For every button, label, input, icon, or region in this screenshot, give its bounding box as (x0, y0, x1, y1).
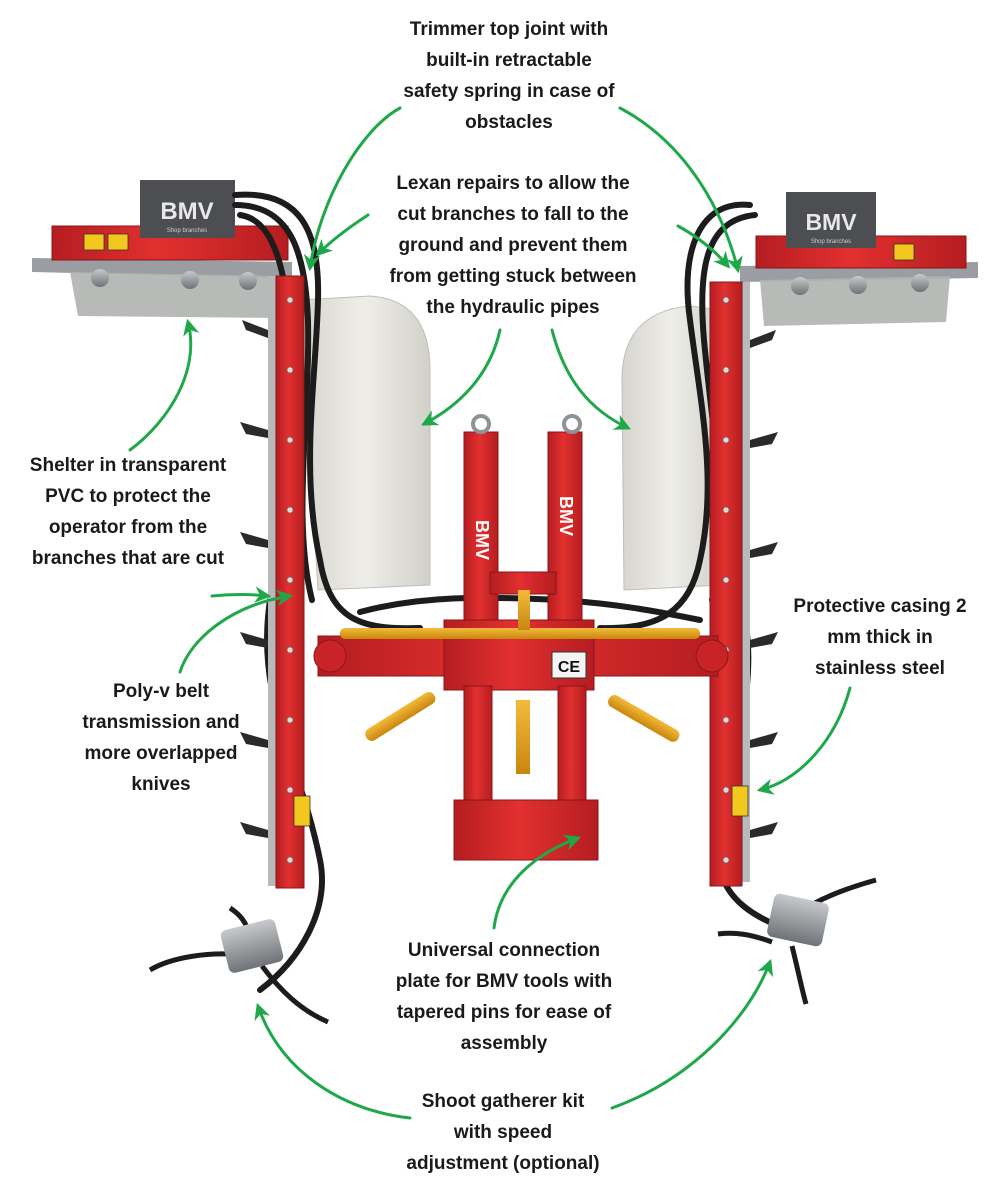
upper-cylinder (340, 628, 700, 639)
callout-belt-line-2: transmission and (82, 712, 240, 733)
callout-shelter-line-2: PVC to protect the (45, 486, 211, 507)
callout-casing-line-1: Protective casing 2 (793, 596, 967, 617)
right-joint-hub (695, 639, 729, 673)
right-head-logo: BMV (805, 209, 857, 235)
callout-top-joint-line-4: obstacles (465, 112, 553, 133)
right-motor-cover (786, 192, 876, 248)
right-mast (547, 431, 583, 633)
right-gatherer-housing (767, 893, 829, 947)
callout-gatherer-line-1: Shoot gatherer kit (421, 1091, 585, 1112)
right-vertical-arm (709, 281, 750, 887)
left-warning-label (83, 233, 105, 251)
arrow-top-joint-right (618, 106, 743, 274)
right-head-logo-sub: Shop branches (811, 239, 851, 245)
left-mast (463, 431, 499, 633)
lower-column-right (557, 685, 587, 807)
left-pulley-1 (91, 269, 109, 287)
callout-belt-line-4: knives (131, 774, 191, 795)
ce-plate (551, 651, 587, 679)
arrow-lexan-left (421, 328, 502, 426)
arrow-lexan-right (550, 328, 631, 430)
left-head-logo: BMV (160, 198, 213, 225)
callout-plate-line-3: tapered pins for ease of (396, 1002, 612, 1023)
right-pulley-2 (849, 276, 867, 294)
left-diag-cylinder (365, 691, 436, 741)
callout-lexan-line-2: cut branches to fall to the (397, 204, 629, 225)
ce-mark: CE (558, 659, 581, 676)
callout-lexan-line-5: the hydraulic pipes (426, 297, 600, 318)
callout-plate: Universal connection plate for BMV tools… (376, 935, 632, 1059)
arrow-shelter (128, 318, 200, 452)
callout-belt: Poly-v belt transmission and more overla… (66, 676, 256, 800)
left-head-logo-sub: Shop branches (167, 228, 207, 234)
arrow-shelter-2 (210, 586, 272, 603)
center-cylinder (518, 590, 530, 630)
left-gatherer-housing (220, 919, 284, 973)
callout-shelter-line-3: operator from the (48, 517, 208, 538)
callout-lexan-line-1: Lexan repairs to allow the (396, 173, 630, 194)
arrow-gatherer-right (610, 958, 774, 1110)
callout-top-joint: Trimmer top joint with built-in retracta… (394, 14, 624, 138)
callout-top-joint-line-3: safety spring in case of (403, 81, 615, 102)
knife-blades (240, 320, 778, 838)
left-joint-hub (313, 639, 347, 673)
right-trimmer-head: BMV Shop branches (740, 192, 978, 326)
connection-plate (453, 799, 599, 861)
callout-lexan-line-4: from getting stuck between (389, 266, 637, 287)
right-shoot-gatherer (717, 877, 877, 1005)
right-diag-cylinder (608, 694, 680, 742)
right-mast-logo: BMV (556, 496, 576, 536)
arrow-top-joint-left-2 (315, 213, 370, 257)
left-shoot-gatherer (148, 905, 329, 1025)
callout-arrows (128, 106, 852, 1120)
arrow-top-joint-right-2 (676, 224, 731, 269)
callout-top-joint-line-2: built-in retractable (426, 50, 592, 71)
left-pulley-2 (181, 271, 199, 289)
right-pulley-3 (911, 274, 929, 292)
right-pulley-1 (791, 277, 809, 295)
callout-plate-line-4: assembly (460, 1033, 548, 1054)
right-lifting-eye (562, 414, 582, 434)
arrow-casing (756, 686, 852, 795)
left-pulley-3 (239, 272, 257, 290)
callout-plate-line-1: Universal connection (407, 940, 601, 961)
left-lifting-eye (471, 414, 491, 434)
callout-lexan-line-3: ground and prevent them (398, 235, 628, 256)
callout-gatherer: Shoot gatherer kit with speed adjustment… (396, 1086, 610, 1179)
right-warning-label (893, 243, 915, 261)
callout-gatherer-line-2: with speed (453, 1122, 553, 1143)
left-mast-logo: BMV (472, 520, 492, 560)
callout-top-joint-line-1: Trimmer top joint with (409, 19, 609, 40)
center-rod (516, 700, 530, 774)
callout-belt-line-1: Poly-v belt (112, 681, 210, 702)
right-gatherer-tine-3 (717, 930, 773, 945)
left-lexan-panel (299, 295, 431, 591)
callout-casing-line-3: stainless steel (815, 658, 945, 679)
left-arm-warning-label (293, 795, 311, 827)
left-lexan-skirt (70, 272, 280, 318)
left-gatherer-tine-2 (260, 964, 329, 1025)
lower-column-left (463, 685, 493, 807)
right-arm-warning-label (731, 785, 749, 817)
callout-gatherer-line-3: adjustment (optional) (406, 1153, 600, 1174)
arrow-top-joint-left (303, 106, 402, 272)
callout-belt-line-3: more overlapped (84, 743, 238, 764)
right-arm-red (709, 281, 743, 887)
callout-casing-line-2: mm thick in (827, 627, 933, 648)
arrow-gatherer-left (254, 1002, 412, 1120)
callout-shelter: Shelter in transparent PVC to protect th… (14, 450, 242, 574)
callout-casing: Protective casing 2 mm thick in stainles… (780, 591, 980, 684)
left-trimmer-head: BMV Shop branches (32, 180, 292, 318)
callout-shelter-line-4: branches that are cut (31, 548, 225, 569)
callout-shelter-line-1: Shelter in transparent (29, 455, 227, 476)
right-gatherer-tine-2 (789, 945, 809, 1005)
callout-plate-line-2: plate for BMV tools with (395, 971, 613, 992)
left-motor-cover (140, 180, 235, 238)
arrow-plate (492, 834, 582, 930)
left-warning-label-2 (107, 233, 129, 251)
callout-lexan: Lexan repairs to allow the cut branches … (378, 168, 648, 323)
central-frame: BMV BMV CE (313, 414, 729, 861)
